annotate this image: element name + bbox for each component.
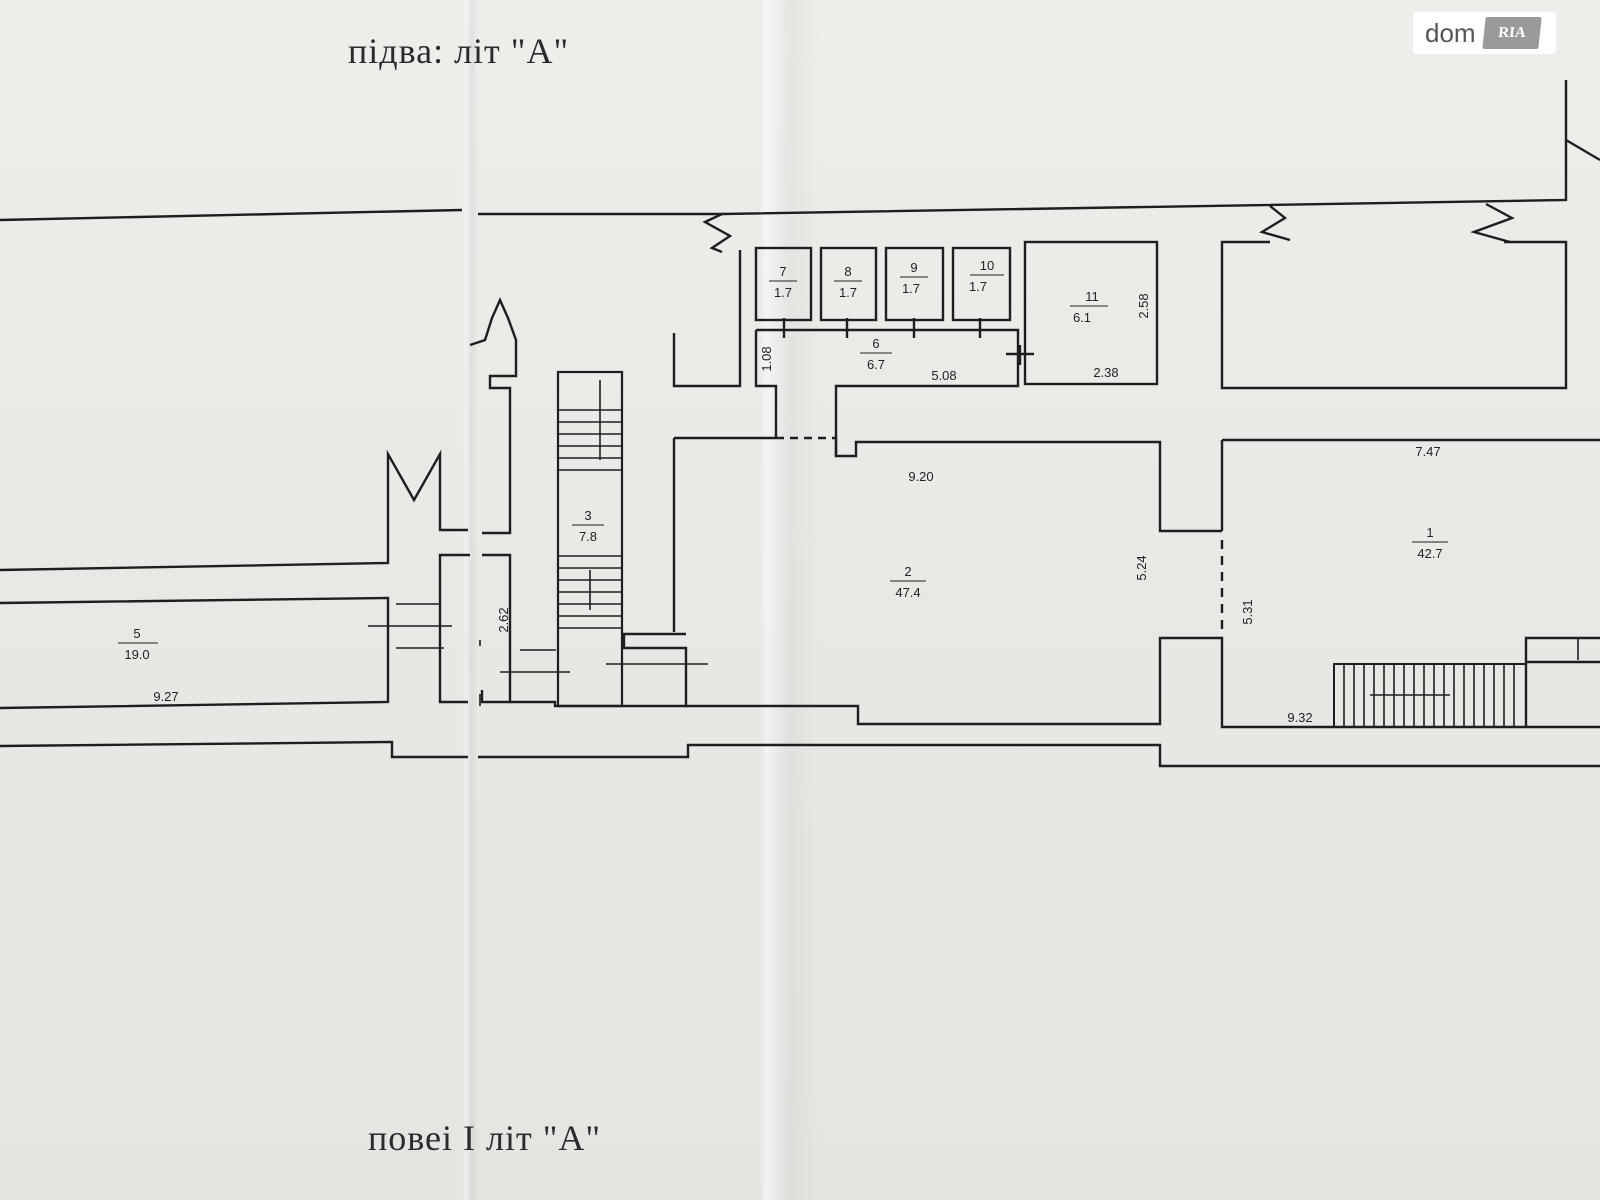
room-11-number: 11	[1085, 289, 1099, 304]
dim-2-38: 2.38	[1093, 365, 1118, 380]
room-5-area: 19.0	[124, 647, 149, 662]
room-2-number: 2	[904, 564, 911, 579]
room7-box	[754, 246, 813, 322]
room-8-area: 1.7	[839, 285, 857, 300]
wall-bottom-inner	[510, 632, 688, 708]
break-mark-3	[1470, 202, 1515, 244]
room-9-number: 9	[910, 260, 917, 275]
wall-bottom-mid	[478, 743, 1600, 768]
room-10-area: 1.7	[969, 279, 987, 294]
right-upper-room	[1220, 240, 1568, 390]
outer-wall-top	[0, 208, 463, 222]
room-6-number: 6	[872, 336, 879, 351]
room-6-area: 6.7	[867, 357, 885, 372]
room11-box	[1023, 240, 1159, 386]
basement-title: підва: літ "А"	[348, 31, 570, 71]
room-11-area: 6.1	[1073, 310, 1091, 325]
room-9-area: 1.7	[902, 281, 920, 296]
dim-2-58: 2.58	[1136, 293, 1151, 318]
stair-shaft-left	[469, 297, 518, 535]
room-7-number: 7	[779, 264, 786, 279]
dom-ria-logo: dom RIA	[1413, 12, 1556, 54]
dim-2-62: 2.62	[496, 607, 511, 632]
dim-1-08: 1.08	[759, 346, 774, 371]
break-mark-1	[702, 212, 733, 254]
dim-5-24: 5.24	[1134, 555, 1149, 580]
break-mark-right	[1565, 138, 1600, 162]
dimension-labels: 9.20 7.47 9.32 9.27 5.08 2.38 5.24 5.31 …	[153, 293, 1440, 725]
stair-shaft-right	[672, 250, 742, 388]
room-1-area: 42.7	[1417, 546, 1442, 561]
room10-box	[951, 246, 1012, 322]
wall-left-bottom	[0, 740, 468, 759]
logo-text: dom	[1425, 17, 1476, 48]
room1-stair-outer	[1524, 636, 1600, 727]
dim-9-20: 9.20	[908, 469, 933, 484]
wall-left-lower	[0, 596, 390, 710]
dim-5-08: 5.08	[931, 368, 956, 383]
room-5-number: 5	[133, 626, 140, 641]
dim-9-27: 9.27	[153, 689, 178, 704]
room-1-number: 1	[1426, 525, 1433, 540]
outer-wall-top-right	[478, 80, 1568, 216]
break-mark-2	[1259, 205, 1291, 242]
room-8-number: 8	[844, 264, 851, 279]
room8-box	[819, 246, 878, 322]
room-labels: 1 42.7 2 47.4 3 7.8 5 19.0 6 6.7 7 1.7 8…	[118, 258, 1448, 662]
dim-9-32: 9.32	[1287, 710, 1312, 725]
stair-shaft-left-3	[438, 553, 470, 704]
room-3-number: 3	[584, 508, 591, 523]
wall-left-upper	[0, 449, 468, 572]
room6-left	[754, 330, 778, 438]
room-10-number: 10	[980, 258, 994, 273]
room6-outline	[756, 328, 1020, 456]
room1-stair-frame	[1333, 663, 1527, 728]
main-stair-frame	[556, 370, 624, 708]
plan-walls	[0, 80, 1600, 768]
room-2-area: 47.4	[895, 585, 920, 600]
stair-treads	[368, 370, 1579, 728]
room-3-area: 7.8	[579, 529, 597, 544]
ground-floor-title: повеі I літ "А"	[368, 1118, 602, 1158]
room2-top-b	[834, 438, 1222, 533]
room2-bottom	[686, 636, 1600, 729]
dim-5-31: 5.31	[1240, 599, 1255, 624]
room-7-area: 1.7	[774, 285, 792, 300]
dim-7-47: 7.47	[1415, 444, 1440, 459]
